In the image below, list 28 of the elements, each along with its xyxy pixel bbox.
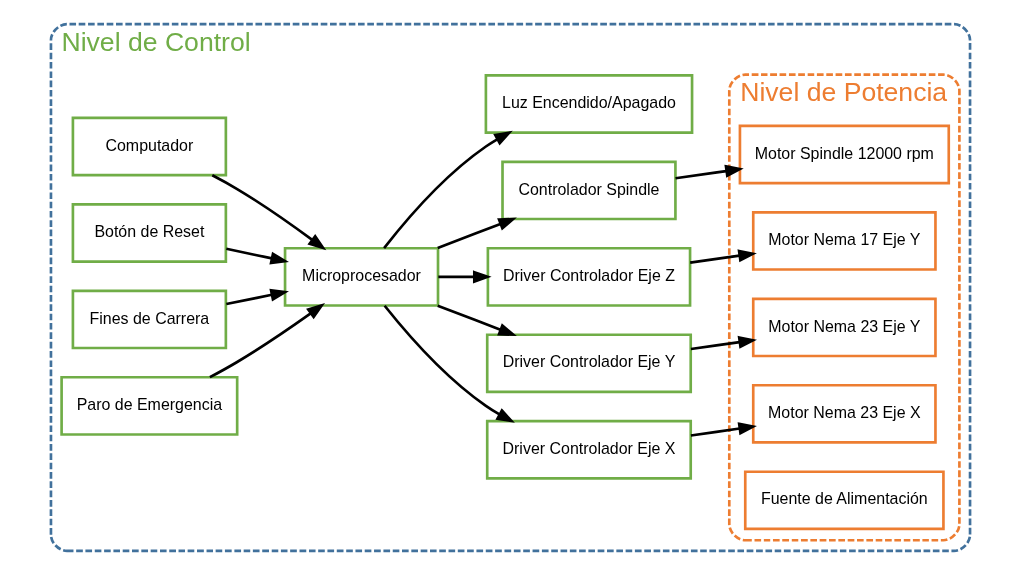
node-box: Motor Spindle 12000 rpm <box>738 124 951 185</box>
arrow <box>438 270 492 284</box>
node-box: Controlador Spindle <box>501 160 677 221</box>
arrow <box>437 304 517 337</box>
arrow <box>675 164 744 180</box>
arrow <box>226 247 289 265</box>
node-box: Motor Nema 17 Eje Y <box>751 211 937 271</box>
node-box: Motor Nema 23 Eje X <box>751 383 937 444</box>
node-box: Paro de Emergencia <box>60 375 239 436</box>
node-box: Fuente de Alimentación <box>743 470 945 531</box>
node-box: Computador <box>71 116 228 177</box>
node-box: Driver Controlador Eje X <box>485 419 693 480</box>
arrow <box>226 288 289 306</box>
node-box: Driver Controlador Eje Y <box>485 333 693 394</box>
arrow <box>209 303 326 379</box>
arrow <box>437 217 517 250</box>
arrow <box>690 422 757 437</box>
arrow <box>211 174 327 251</box>
node-box: Fines de Carrera <box>71 289 228 350</box>
node-box: Luz Encendido/Apagado <box>484 74 694 134</box>
node-box: Microprocesador <box>283 246 440 307</box>
node-box: Motor Nema 23 Eje Y <box>751 297 937 358</box>
arrow <box>690 335 757 351</box>
node-box: Botón de Reset <box>71 203 228 263</box>
arrow <box>690 249 757 264</box>
arrow <box>383 304 515 423</box>
arrow <box>383 130 513 249</box>
node-box: Driver Controlador Eje Z <box>486 246 692 307</box>
